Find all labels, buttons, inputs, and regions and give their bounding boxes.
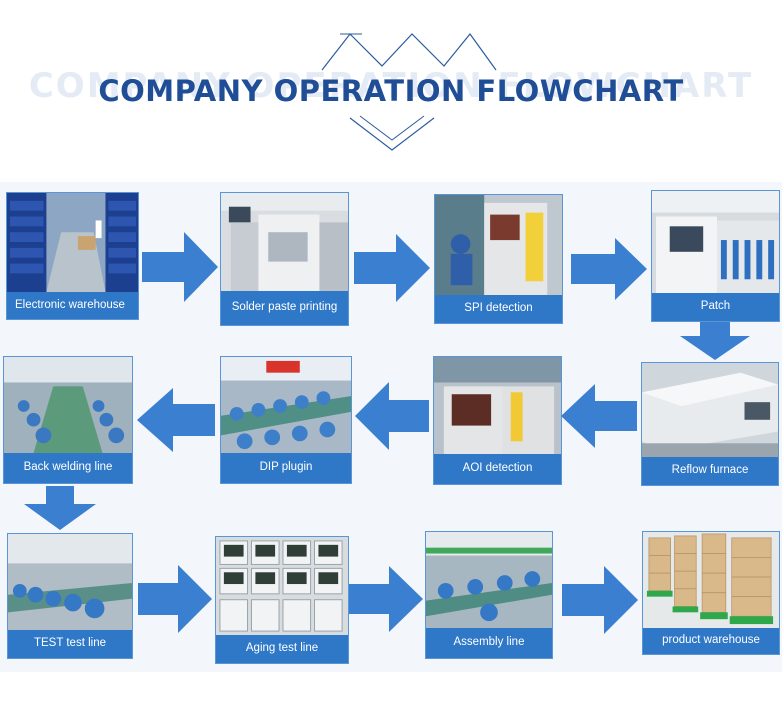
product-warehouse-photo bbox=[643, 532, 779, 628]
step-product-warehouse: product warehouse bbox=[642, 531, 780, 655]
step-label: Solder paste printing bbox=[231, 301, 338, 314]
arrow-right-icon bbox=[138, 565, 212, 633]
arrow-right-icon bbox=[562, 566, 638, 634]
step-label: AOI detection bbox=[462, 462, 533, 475]
smt-line-photo bbox=[652, 191, 779, 293]
arrow-left-icon bbox=[137, 388, 215, 452]
step-label: SPI detection bbox=[464, 302, 533, 315]
step-reflow-furnace: Reflow furnace bbox=[641, 362, 779, 486]
arrow-right-icon bbox=[571, 238, 647, 300]
step-test-test-line: TEST test line bbox=[7, 533, 133, 659]
solder-printer-photo bbox=[221, 193, 348, 291]
step-label: Aging test line bbox=[245, 642, 319, 655]
step-label: product warehouse bbox=[662, 634, 760, 647]
arrow-right-icon bbox=[349, 566, 423, 632]
arrow-right-icon bbox=[354, 234, 430, 302]
welding-line-photo bbox=[4, 357, 132, 453]
step-back-welding-line: Back welding line bbox=[3, 356, 133, 484]
step-label: DIP plugin bbox=[259, 461, 313, 474]
arrow-down-icon bbox=[24, 486, 96, 530]
step-electronic-warehouse: Electronic warehouse bbox=[6, 192, 139, 320]
assembly-line-photo bbox=[426, 532, 552, 628]
reflow-oven-photo bbox=[642, 363, 778, 457]
step-label: TEST test line bbox=[33, 637, 106, 650]
arrow-left-icon bbox=[355, 382, 429, 450]
aging-rack-photo bbox=[216, 537, 348, 635]
step-aging-test-line: Aging test line bbox=[215, 536, 349, 664]
step-label: Patch bbox=[700, 300, 731, 313]
page-title: COMPANY OPERATION FLOWCHART bbox=[98, 74, 684, 108]
step-patch: Patch bbox=[651, 190, 780, 322]
step-aoi-detection: AOI detection bbox=[433, 356, 562, 485]
test-line-photo bbox=[8, 534, 132, 630]
title-ornament bbox=[321, 33, 497, 151]
step-label: Reflow furnace bbox=[671, 464, 749, 477]
header: COMPANY OPERATION FLOWCHART COMPANY OPER… bbox=[0, 0, 782, 170]
arrow-down-icon bbox=[680, 322, 750, 360]
step-label: Back welding line bbox=[23, 461, 113, 474]
step-solder-paste-printing: Solder paste printing bbox=[220, 192, 349, 326]
dip-line-photo bbox=[221, 357, 351, 453]
spi-machine-photo bbox=[435, 195, 562, 295]
arrow-right-icon bbox=[142, 232, 218, 302]
aoi-machine-photo bbox=[434, 357, 561, 454]
step-label: Assembly line bbox=[453, 636, 525, 649]
step-spi-detection: SPI detection bbox=[434, 194, 563, 324]
title-shadow: COMPANY OPERATION FLOWCHART bbox=[28, 66, 754, 106]
step-assembly-line: Assembly line bbox=[425, 531, 553, 659]
step-label: Electronic warehouse bbox=[15, 298, 125, 311]
arrow-left-icon bbox=[561, 384, 637, 448]
step-dip-plugin: DIP plugin bbox=[220, 356, 352, 484]
warehouse-photo bbox=[7, 193, 138, 292]
